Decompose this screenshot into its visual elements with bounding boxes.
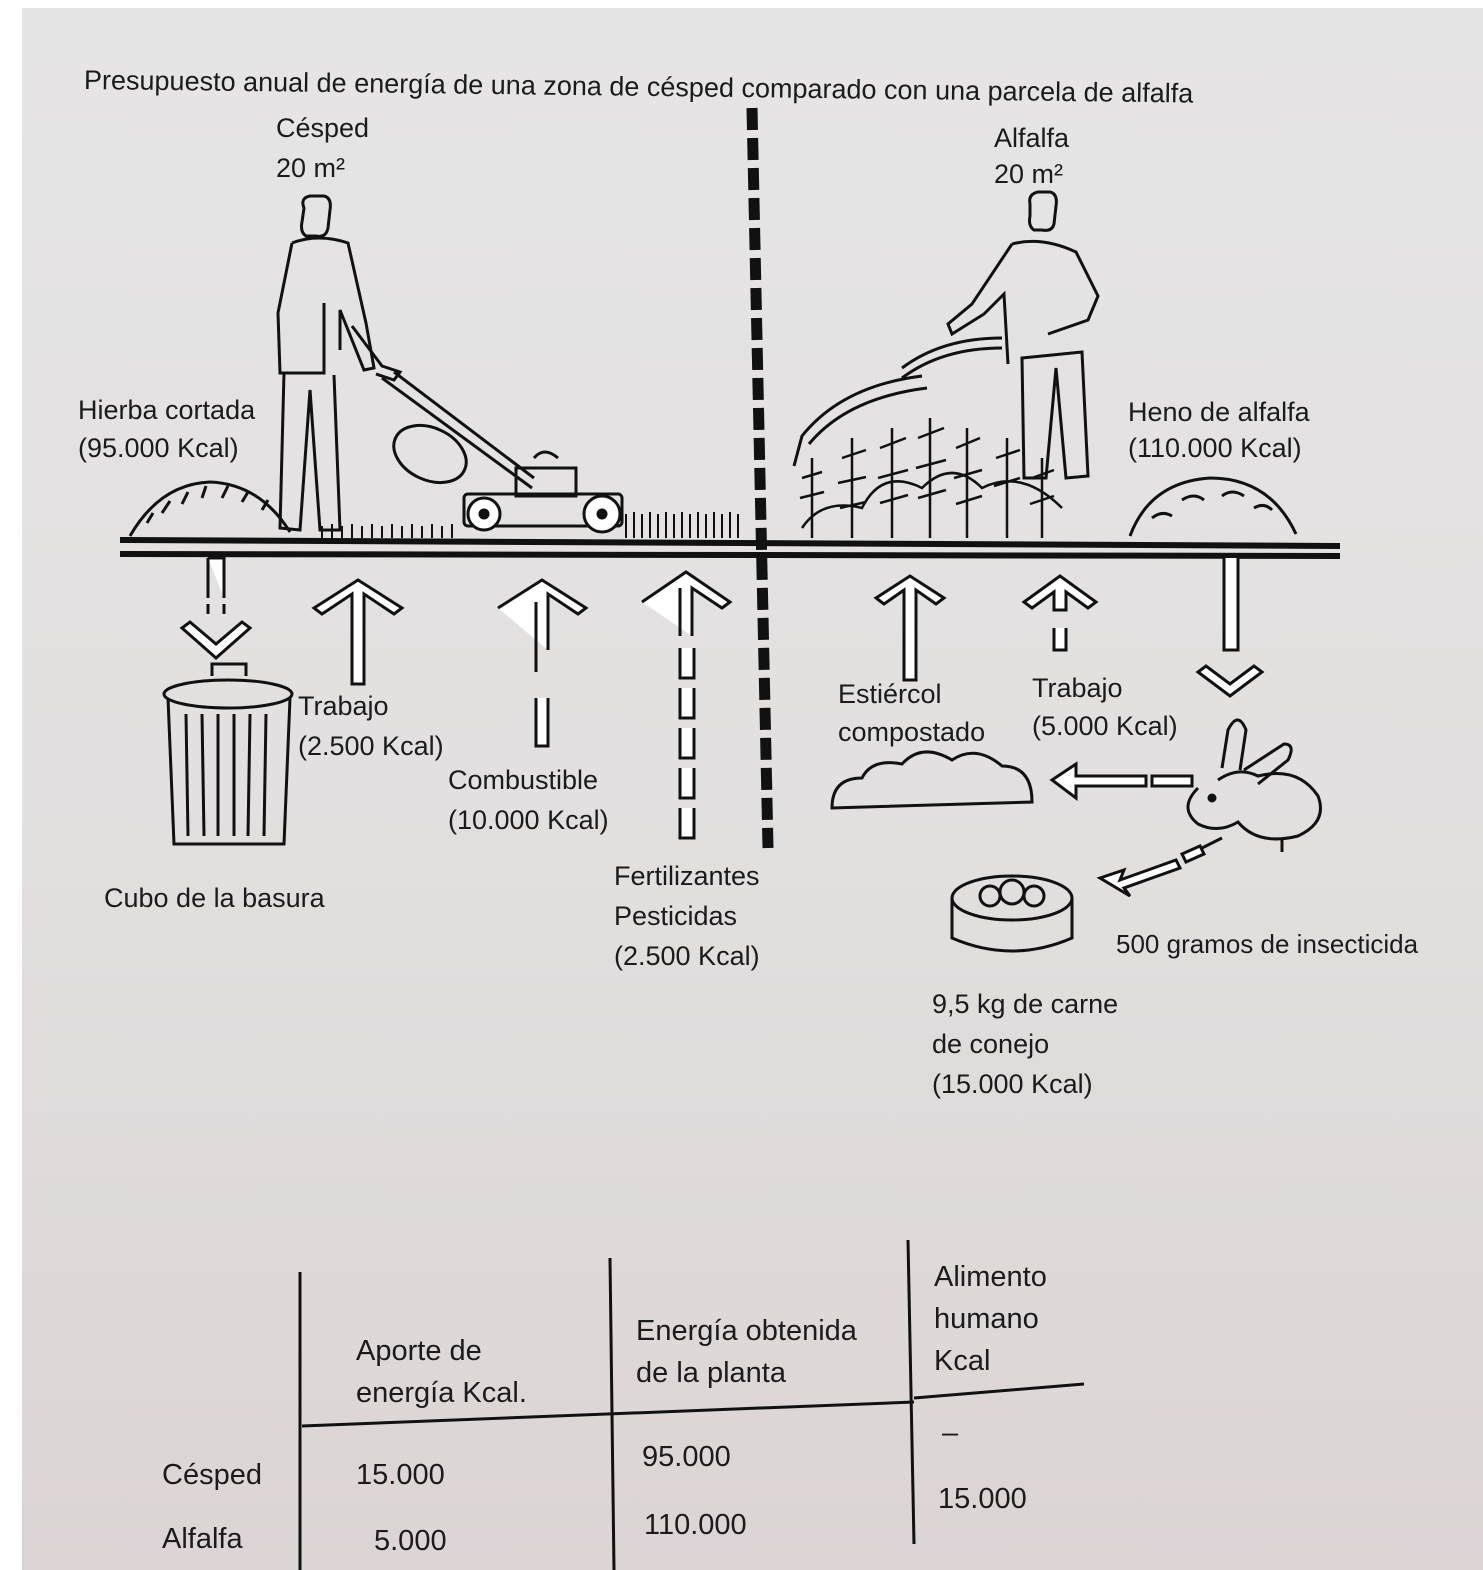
arrow-work-alfalfa-up xyxy=(1021,574,1099,652)
ground-line xyxy=(119,537,1341,559)
table-lines xyxy=(298,1239,1085,1570)
cuttings-energy-label: (95.000 Kcal) xyxy=(78,433,239,463)
compost-pile xyxy=(830,750,1034,810)
arrow-manure-up xyxy=(873,574,947,682)
fertilizers-energy-label: (2.500 Kcal) xyxy=(614,941,760,971)
table-header-obtained-line1: Energía obtenida xyxy=(636,1315,857,1347)
hay-pile xyxy=(1128,476,1298,537)
hay-label: Heno de alfalfa xyxy=(1128,397,1310,427)
man-mowing-figure xyxy=(276,194,535,532)
trash-can xyxy=(162,662,294,846)
manure-label: Estiércol xyxy=(838,679,942,709)
meat-energy-label: (15.000 Kcal) xyxy=(932,1069,1093,1099)
work-energy-label: (2.500 Kcal) xyxy=(298,731,444,761)
table-cell-food-value: 15.000 xyxy=(938,1483,1027,1515)
man-watering-figure xyxy=(792,190,1100,480)
table-row-label-alfalfa: Alfalfa xyxy=(162,1523,243,1555)
table-row-label-lawn: Césped xyxy=(162,1459,262,1491)
meat-label-2: de conejo xyxy=(932,1029,1050,1059)
alfalfa-plants xyxy=(799,418,1063,538)
arrow-work-up xyxy=(311,578,405,686)
pesticides-label: Pesticidas xyxy=(614,901,738,931)
table-cell-food-dash: – xyxy=(942,1417,959,1449)
trash-label: Cubo de la basura xyxy=(104,883,325,913)
table-header-food: Alimento humano Kcal xyxy=(934,1256,1047,1382)
table-header-food-line2: humano xyxy=(934,1303,1039,1335)
alfalfa-label: Alfalfa xyxy=(994,123,1070,153)
table-header-obtained: Energía obtenida de la planta xyxy=(636,1310,857,1394)
grass xyxy=(321,512,739,538)
table-header-food-line3: Kcal xyxy=(934,1345,991,1377)
fertilizers-label: Fertilizantes xyxy=(614,861,760,891)
table-header-input: Aporte de energía Kcal. xyxy=(356,1330,527,1414)
grass-cuttings-pile xyxy=(128,480,292,537)
arrow-hay-down xyxy=(1195,558,1265,698)
arrow-rabbit-to-meat xyxy=(1096,844,1207,898)
insecticide-label: 500 gramos de insecticida xyxy=(1116,929,1419,959)
table-header-obtained-line2: de la planta xyxy=(636,1357,786,1389)
table-header-food-line1: Alimento xyxy=(934,1261,1047,1293)
meat-label: 9,5 kg de carne xyxy=(932,989,1119,1019)
cuttings-label: Hierba cortada xyxy=(78,395,256,425)
hay-energy-label: (110.000 Kcal) xyxy=(1128,433,1302,463)
lawn-area-label: 20 m² xyxy=(276,153,346,183)
work-label: Trabajo xyxy=(298,691,389,721)
table-cell-alfalfa-input: 5.000 xyxy=(374,1525,447,1557)
arrow-cuttings-down xyxy=(179,556,253,661)
table-cell-alfalfa-obtained: 110.000 xyxy=(644,1509,747,1541)
rabbit xyxy=(1186,718,1322,852)
alfalfa-work-energy-label: (5.000 Kcal) xyxy=(1032,711,1178,741)
table-cell-lawn-input: 15.000 xyxy=(356,1459,445,1491)
page: Presupuesto anual de energía de una zona… xyxy=(22,8,1483,1570)
meat-bowl xyxy=(950,874,1074,953)
table-cell-lawn-obtained: 95.000 xyxy=(642,1441,731,1473)
table-header-input-line1: Aporte de xyxy=(356,1335,482,1367)
arrow-fuel-up xyxy=(497,578,589,748)
alfalfa-work-label: Trabajo xyxy=(1032,673,1123,703)
fuel-label: Combustible xyxy=(448,765,599,795)
manure-label-2: compostado xyxy=(838,717,986,747)
table-header-input-line2: energía Kcal. xyxy=(356,1377,527,1409)
lawn-label: Césped xyxy=(276,113,370,143)
arrow-rabbit-to-manure xyxy=(1049,761,1194,801)
diagram-artwork xyxy=(119,107,1341,1570)
divider-line xyxy=(746,107,774,849)
arrow-fertilizers-up xyxy=(641,570,733,840)
lawn-mower xyxy=(392,423,624,534)
alfalfa-area-label: 20 m² xyxy=(994,159,1064,189)
fuel-energy-label: (10.000 Kcal) xyxy=(448,805,609,835)
